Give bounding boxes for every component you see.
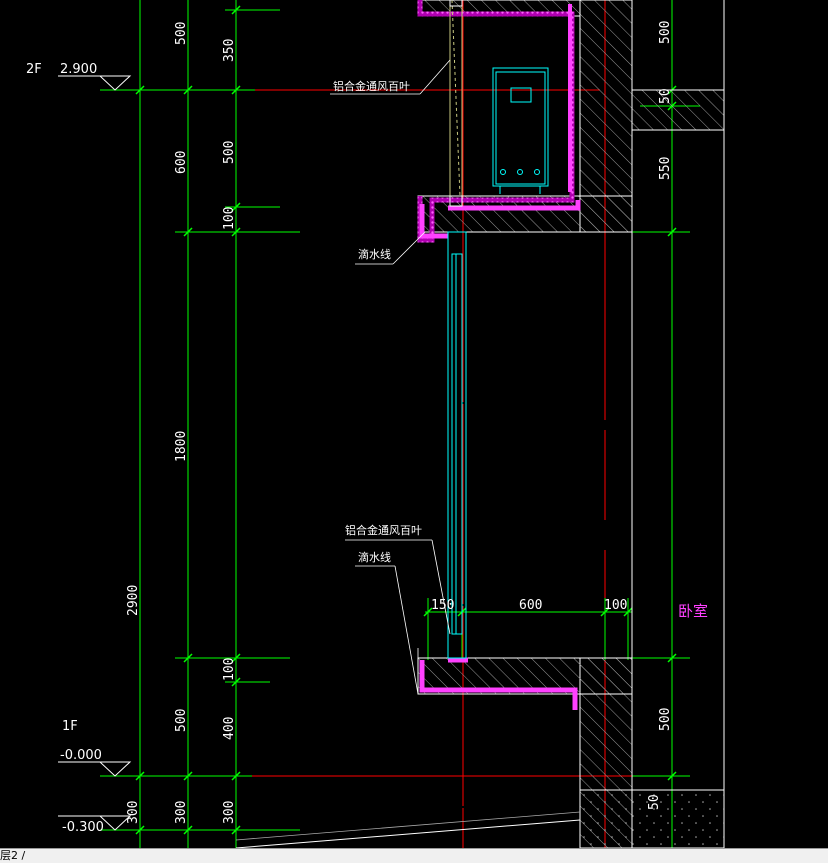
dim-top-500: 500 [174,22,189,45]
dim-500-low: 500 [174,709,189,732]
structure-wall [235,0,725,848]
dim-right-50-low: 50 [647,794,662,810]
level-marker-ground: -0.300 [58,815,132,835]
dim-right-550: 550 [658,157,673,180]
level-ground-elev: -0.300 [62,820,104,835]
dimension-labels: 500 350 600 500 100 1800 2900 100 500 40… [126,21,673,824]
dim-500-mid: 500 [222,141,237,164]
note-drip-top: 滴水线 [358,247,391,261]
dim-100-top: 100 [222,207,237,230]
note-louver-bottom: 铝合金通风百叶 [345,523,422,537]
level-2f-elev: 2.900 [60,62,97,77]
level-1f-elev: -0.000 [60,748,102,763]
dim-400: 400 [222,717,237,740]
leader-lines [330,59,451,695]
dim-sill-100: 100 [604,598,627,613]
dim-sill-150: 150 [431,598,454,613]
dim-right-500-low: 500 [658,708,673,731]
dim-350: 350 [222,39,237,62]
dim-right-500-top: 500 [658,21,673,44]
layout-tab-bar: 层2 / [0,848,828,863]
note-drip-bottom: 滴水线 [358,550,391,564]
annotations: 铝合金通风百叶 滴水线 铝合金通风百叶 滴水线 卧室 [333,79,708,620]
dim-300-b: 300 [174,801,189,824]
dim-right-50: 50 [658,88,673,104]
dim-1800: 1800 [174,431,189,462]
dim-100-bot: 100 [222,658,237,681]
ac-outdoor-unit [492,67,549,194]
dim-sill-600: 600 [519,598,542,613]
dim-300-a: 300 [126,801,141,824]
level-marker-2f: 2F 2.900 [26,62,132,91]
dim-2900: 2900 [126,585,141,616]
level-2f-name: 2F [26,62,42,77]
room-label: 卧室 [678,602,708,620]
level-1f-name: 1F [62,719,78,734]
insulation-layer [417,0,581,710]
dim-300-c: 300 [222,801,237,824]
vent-louver [447,0,467,659]
dim-600: 600 [174,151,189,174]
layout-tab[interactable]: 层2 / [0,849,26,862]
level-marker-1f: 1F -0.000 [58,719,132,777]
left-dimension-chain [100,0,300,848]
note-louver-top: 铝合金通风百叶 [333,79,410,93]
